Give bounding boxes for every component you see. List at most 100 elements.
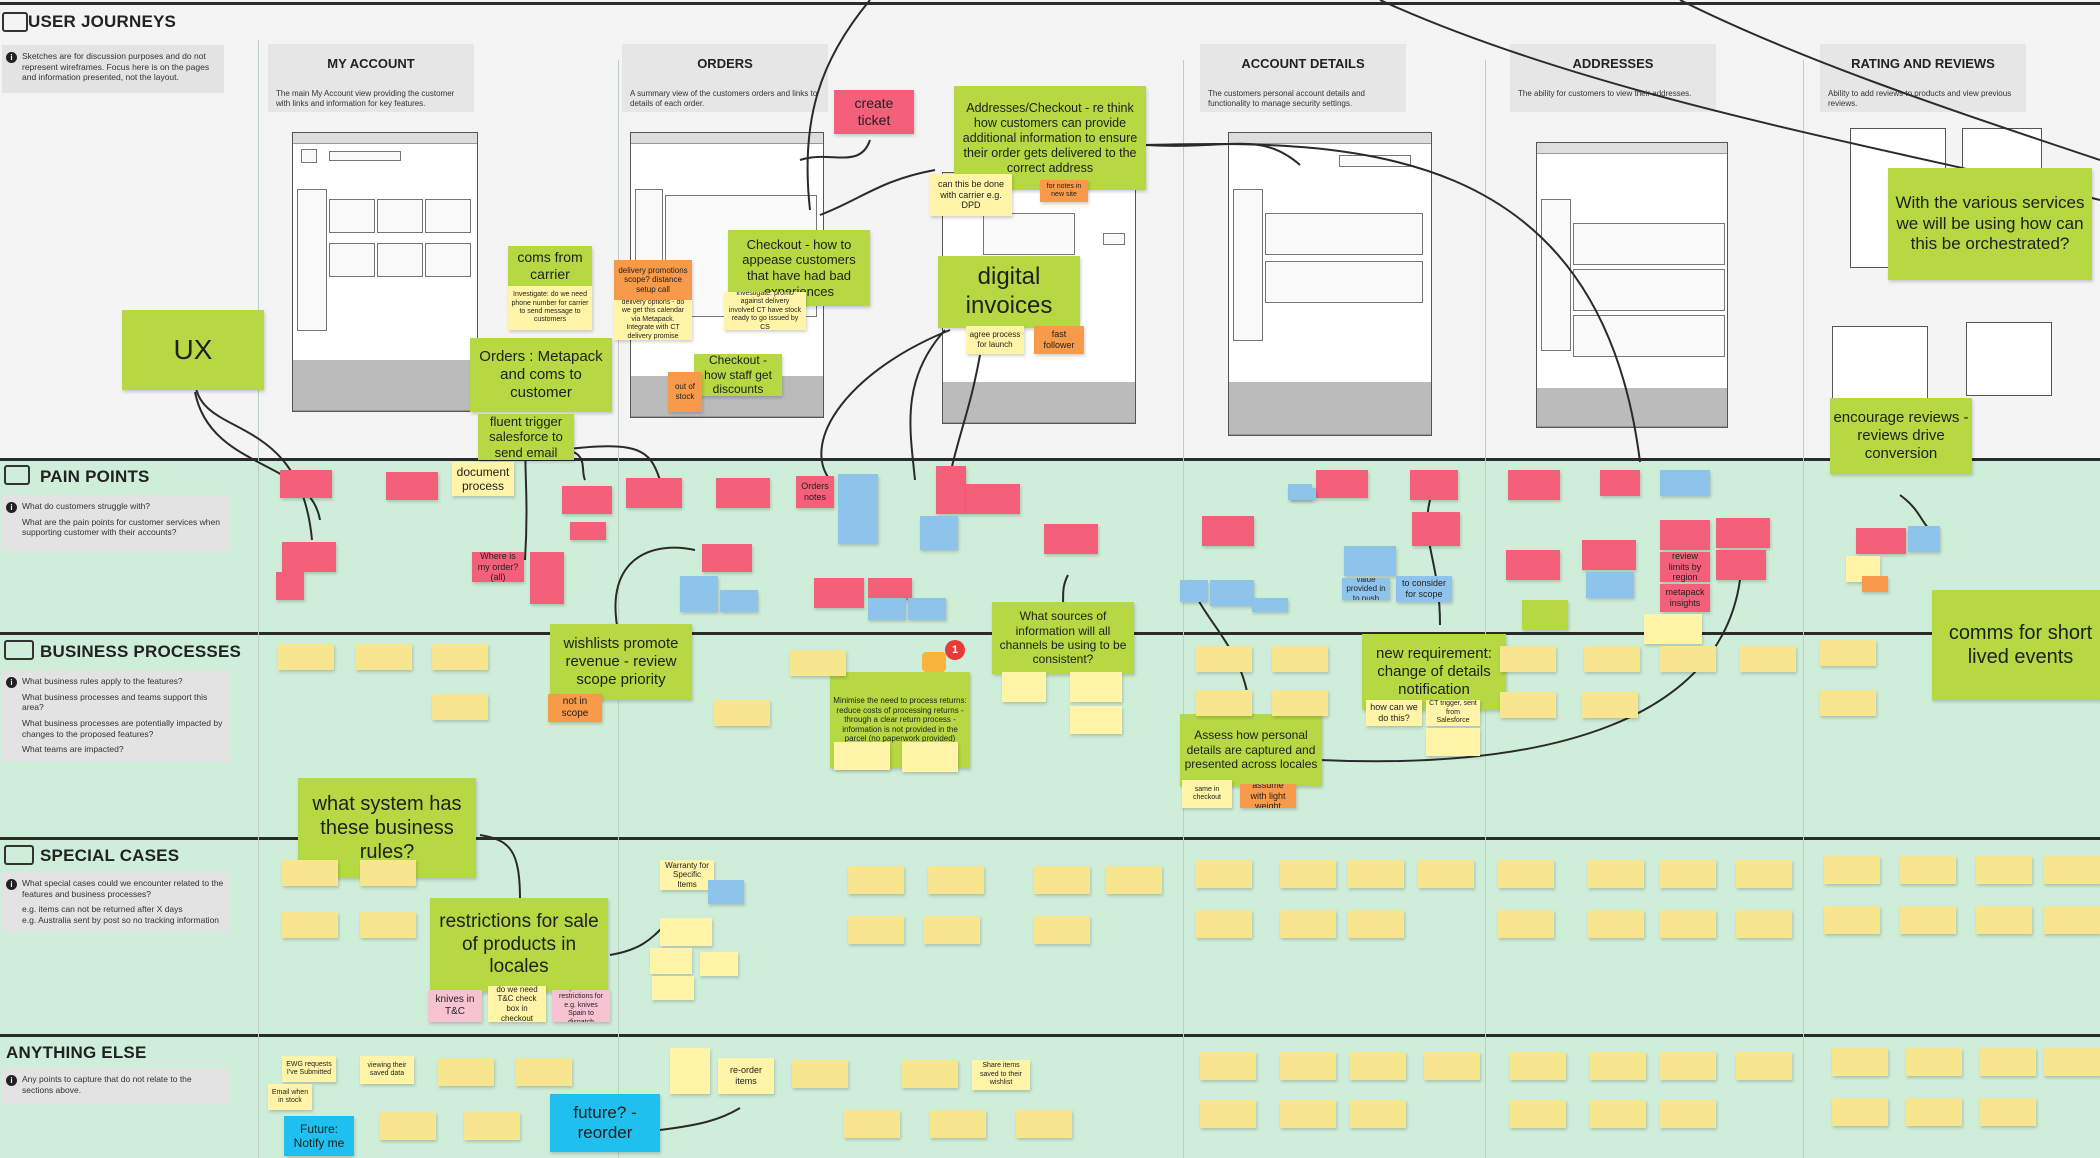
empty-sticky[interactable]: [844, 1110, 900, 1138]
sticky-value-provided[interactable]: value provided in to nush: [1342, 578, 1390, 600]
sticky-fluent-trigger[interactable]: fluent trigger salesforce to send email: [478, 414, 574, 460]
pain-sticky[interactable]: [1856, 528, 1906, 554]
note-sticky[interactable]: [660, 918, 712, 946]
sticky-where-is-order[interactable]: Where is my order? (all): [472, 552, 524, 582]
pain-sticky-blue[interactable]: [1180, 580, 1208, 602]
empty-sticky[interactable]: [1016, 1110, 1072, 1138]
pain-sticky-green[interactable]: [1522, 600, 1568, 630]
pain-sticky-blue[interactable]: [680, 576, 718, 612]
empty-sticky[interactable]: [1350, 1052, 1406, 1080]
empty-sticky[interactable]: [1498, 860, 1554, 888]
wireframe-my-account[interactable]: [292, 132, 478, 412]
pain-sticky[interactable]: [1506, 550, 1560, 580]
pain-sticky[interactable]: [716, 478, 770, 508]
notification-badge[interactable]: 1: [945, 640, 965, 660]
pain-sticky[interactable]: [282, 542, 336, 572]
empty-sticky[interactable]: [1832, 1098, 1888, 1126]
pain-sticky-note[interactable]: [1644, 614, 1702, 644]
empty-sticky[interactable]: [848, 916, 904, 944]
empty-sticky[interactable]: [1588, 910, 1644, 938]
pain-sticky[interactable]: [814, 578, 864, 608]
wireframe-reviews-4[interactable]: [1966, 322, 2052, 396]
empty-sticky[interactable]: [1736, 860, 1792, 888]
empty-sticky[interactable]: [360, 860, 416, 886]
pain-sticky-blue[interactable]: [720, 590, 758, 612]
sticky-do-we-need-tc[interactable]: do we need T&C check box in checkout: [488, 986, 546, 1022]
empty-sticky[interactable]: [1820, 690, 1876, 716]
wireframe-addresses[interactable]: [1536, 142, 1728, 428]
note-sticky[interactable]: [1002, 672, 1046, 702]
empty-sticky[interactable]: [464, 1112, 520, 1140]
pain-sticky-blue[interactable]: [868, 598, 906, 620]
empty-sticky[interactable]: [282, 912, 338, 938]
empty-sticky[interactable]: [1200, 1052, 1256, 1080]
pain-sticky-blue[interactable]: [920, 516, 958, 550]
empty-sticky[interactable]: [1196, 860, 1252, 888]
empty-sticky[interactable]: [432, 644, 488, 670]
sticky-warranty[interactable]: Warranty for Specific Items: [660, 860, 714, 890]
empty-sticky[interactable]: [1976, 906, 2032, 934]
pain-sticky-blue[interactable]: [1210, 580, 1254, 606]
empty-sticky[interactable]: [360, 912, 416, 938]
pain-sticky[interactable]: [626, 478, 682, 508]
special-sticky-blue[interactable]: [708, 880, 744, 904]
empty-sticky[interactable]: [1034, 916, 1090, 944]
empty-sticky[interactable]: [432, 694, 488, 720]
sticky-product-restrictions[interactable]: product restrictions for e.g. knives Spa…: [552, 990, 610, 1022]
sticky-fast-follower[interactable]: fast follower: [1034, 326, 1084, 354]
sticky-ux[interactable]: UX: [122, 310, 264, 390]
empty-sticky[interactable]: [282, 860, 338, 886]
empty-sticky[interactable]: [1424, 1052, 1480, 1080]
comment-icon[interactable]: [922, 652, 946, 672]
empty-sticky[interactable]: [714, 700, 770, 726]
empty-sticky[interactable]: [902, 1060, 958, 1088]
note-sticky[interactable]: [1070, 672, 1122, 702]
sticky-re-order[interactable]: re-order items: [718, 1058, 774, 1094]
sticky-with-various-services[interactable]: With the various services we will be usi…: [1888, 168, 2092, 280]
sticky-delivery-options[interactable]: delivery options - do we get this calend…: [614, 300, 692, 340]
empty-sticky[interactable]: [1906, 1048, 1962, 1076]
sticky-coms-note[interactable]: Investigate: do we need phone number for…: [508, 286, 592, 330]
pain-sticky[interactable]: [1582, 540, 1636, 570]
pain-sticky[interactable]: [1316, 470, 1368, 498]
sticky-addresses-checkout[interactable]: Addresses/Checkout - re think how custom…: [954, 86, 1146, 190]
sticky-encourage-reviews[interactable]: encourage reviews - reviews drive conver…: [1830, 398, 1972, 474]
empty-sticky[interactable]: [1196, 690, 1252, 716]
pain-sticky[interactable]: [1716, 518, 1770, 548]
empty-sticky[interactable]: [1976, 856, 2032, 884]
sticky-comms-short[interactable]: comms for short lived events: [1932, 590, 2100, 700]
sticky-create-ticket[interactable]: create ticket: [834, 90, 914, 134]
empty-sticky[interactable]: [1348, 860, 1404, 888]
pain-sticky[interactable]: [1410, 470, 1458, 500]
empty-sticky[interactable]: [1272, 690, 1328, 716]
note-sticky[interactable]: [902, 742, 958, 772]
sticky-ct-trigger[interactable]: CT trigger, sent from Salesforce: [1426, 700, 1480, 726]
note-sticky[interactable]: [834, 742, 890, 770]
empty-sticky[interactable]: [1280, 1052, 1336, 1080]
sticky-digital-invoices[interactable]: digital invoices: [938, 256, 1080, 328]
empty-sticky[interactable]: [356, 644, 412, 670]
empty-sticky[interactable]: [2044, 1048, 2100, 1076]
sticky-what-sources[interactable]: What sources of information will all cha…: [992, 602, 1134, 674]
empty-sticky[interactable]: [1500, 692, 1556, 718]
wireframe-account-details[interactable]: [1228, 132, 1432, 436]
empty-sticky[interactable]: [1348, 910, 1404, 938]
sticky-wishlists[interactable]: wishlists promote revenue - review scope…: [550, 624, 692, 700]
empty-sticky[interactable]: [848, 866, 904, 894]
empty-sticky[interactable]: [1196, 910, 1252, 938]
sticky-orders-notes[interactable]: Orders notes: [796, 476, 834, 508]
pain-sticky[interactable]: [966, 484, 1020, 514]
empty-sticky[interactable]: [1820, 640, 1876, 666]
empty-sticky[interactable]: [438, 1058, 494, 1086]
empty-sticky[interactable]: [2044, 906, 2100, 934]
column-orders[interactable]: ORDERS A summary view of the customers o…: [622, 44, 828, 112]
pain-sticky[interactable]: [1202, 516, 1254, 546]
empty-sticky[interactable]: [1272, 646, 1328, 672]
empty-sticky[interactable]: [1824, 906, 1880, 934]
pain-sticky[interactable]: [280, 470, 332, 498]
sticky-viewing-saved[interactable]: viewing their saved data: [360, 1056, 414, 1084]
note-sticky[interactable]: [650, 948, 692, 974]
empty-sticky[interactable]: [1034, 866, 1090, 894]
sticky-assume-light[interactable]: assume with light weight: [1240, 784, 1296, 808]
empty-sticky[interactable]: [1200, 1100, 1256, 1128]
